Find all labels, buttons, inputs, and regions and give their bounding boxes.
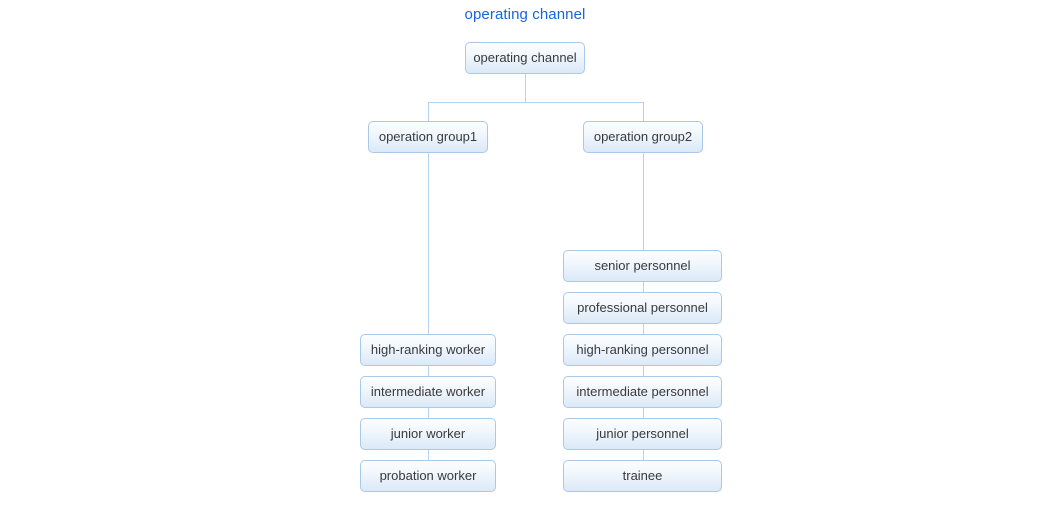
- node-operation-group2[interactable]: operation group2: [583, 121, 703, 153]
- edge-left-3: [428, 450, 429, 460]
- edge-right-2: [643, 324, 644, 334]
- node-intermediate-worker[interactable]: intermediate worker: [360, 376, 496, 408]
- node-senior-personnel[interactable]: senior personnel: [563, 250, 722, 282]
- node-root-operating-channel[interactable]: operating channel: [465, 42, 585, 74]
- edge-left-1: [428, 366, 429, 376]
- node-junior-personnel[interactable]: junior personnel: [563, 418, 722, 450]
- edge-right-4: [643, 408, 644, 418]
- node-high-ranking-personnel[interactable]: high-ranking personnel: [563, 334, 722, 366]
- node-trainee[interactable]: trainee: [563, 460, 722, 492]
- edge-right-3: [643, 366, 644, 376]
- edge-group1-to-children: [428, 153, 429, 334]
- edge-branch-bus: [428, 102, 644, 103]
- node-intermediate-personnel[interactable]: intermediate personnel: [563, 376, 722, 408]
- edge-right-5: [643, 450, 644, 460]
- page-title: operating channel: [464, 6, 586, 23]
- edge-right-1: [643, 282, 644, 292]
- edge-branch-drop-left: [428, 102, 429, 121]
- edge-left-2: [428, 408, 429, 418]
- edge-root-stem: [525, 74, 526, 102]
- node-probation-worker[interactable]: probation worker: [360, 460, 496, 492]
- node-junior-worker[interactable]: junior worker: [360, 418, 496, 450]
- edge-group2-to-children: [643, 153, 644, 250]
- node-high-ranking-worker[interactable]: high-ranking worker: [360, 334, 496, 366]
- edge-branch-drop-right: [643, 102, 644, 121]
- node-professional-personnel[interactable]: professional personnel: [563, 292, 722, 324]
- node-operation-group1[interactable]: operation group1: [368, 121, 488, 153]
